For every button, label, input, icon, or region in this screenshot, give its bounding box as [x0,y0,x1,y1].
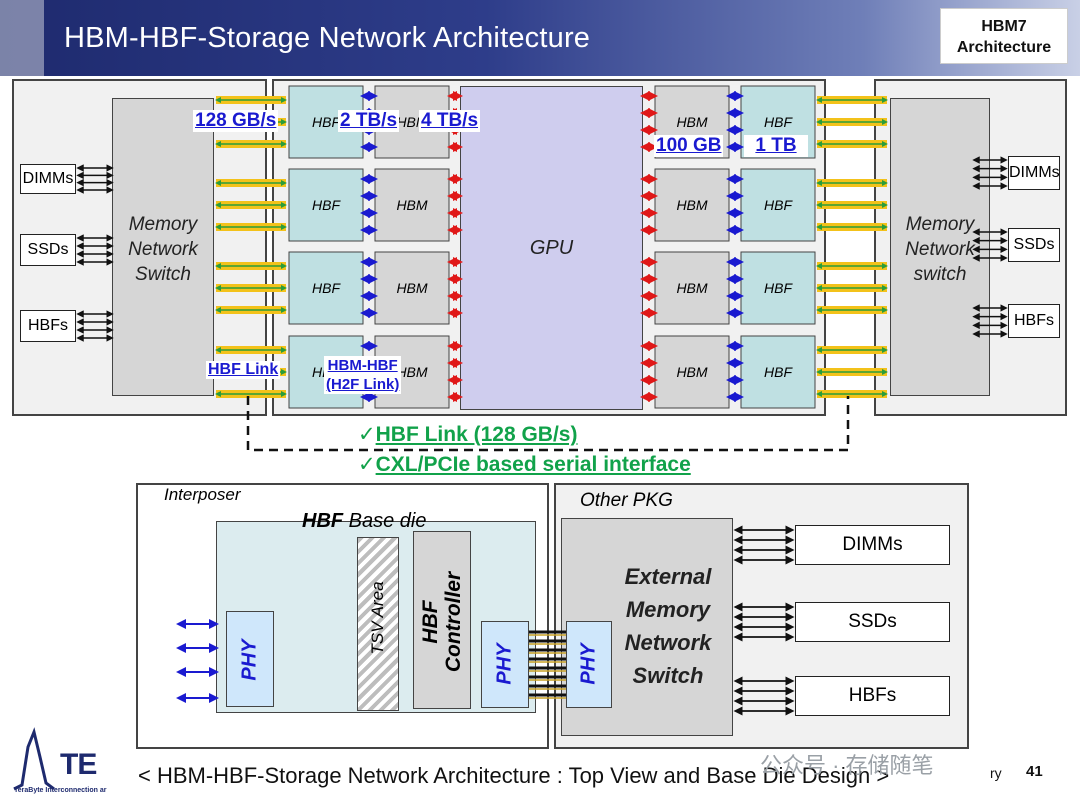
check-icon: ✓ [358,453,376,476]
hbf-chip-label: HBF [764,197,793,213]
external-switch-label: External Memory Network Switch [624,564,712,688]
left-dimms: DIMMs [20,164,76,194]
terabyte-logo [8,727,108,799]
hbm-chip [654,251,730,325]
hbm-chip-label: HBM [676,197,707,213]
right-dimms: DIMMs [1008,156,1060,190]
section-badge: HBM7 Architecture [940,8,1068,64]
right-ssds: SSDs [1008,228,1060,262]
check-hbf-link: ✓HBF Link (128 GB/s) [358,423,578,446]
check-cxl: ✓CXL/PCIe based serial interface [358,453,691,476]
header-accent [0,0,44,76]
hbf-chip-label: HBF [312,197,341,213]
page-suffix: ry [990,765,1002,781]
hbm-chip [374,168,450,242]
logo-text: TE [60,748,97,781]
page-title: HBM-HBF-Storage Network Architecture [64,22,591,54]
hbm-chip-label: HBM [396,197,427,213]
hbf-chip [740,251,816,325]
phy-mid [481,621,529,708]
hbf-chip-label: HBF [312,280,341,296]
watermark: 公众号 · 存储随笔 [760,753,934,778]
gpu-die [460,86,643,410]
left-hbfs: HBFs [20,310,76,342]
figure-caption: < HBM-HBF-Storage Network Architecture :… [138,763,890,788]
left-switch-label: Memory Network Switch [128,214,198,285]
bottom-ssds: SSDs [795,602,950,642]
hbf-chip-label: HBF [312,114,341,130]
left-memory-switch [112,98,214,396]
hbf-chip-label: HBF [764,280,793,296]
hbf-chip [288,251,364,325]
label-2tbs: 2 TB/s [338,110,400,132]
bottom-hbfs: HBFs [795,676,950,716]
hbm-chip-label: HBM [396,280,427,296]
phy-right [566,621,612,708]
left-ssds: SSDs [20,234,76,266]
interposer-label: Interposer [164,485,241,504]
hbf-chip [288,168,364,242]
label-h2f-link: HBM-HBF (H2F Link) [324,356,402,394]
hbf-chip [740,335,816,409]
label-4tbs: 4 TB/s [419,110,481,132]
hbm-chip-label: HBM [676,280,707,296]
header-bar [0,0,1080,76]
hbf-controller [413,531,471,709]
other-pkg-label: Other PKG [580,490,673,511]
phy-left [226,611,274,707]
hbf-chip-label: HBF [764,364,793,380]
hbm-chip-label: HBM [676,114,707,130]
label-1tb: 1 TB [744,135,808,157]
hbm-chip [654,335,730,409]
badge-line1: HBM7 [981,18,1027,35]
gpu-label: GPU [529,237,574,259]
hbm-chip [374,251,450,325]
right-hbfs: HBFs [1008,304,1060,338]
hbm-chip-label: HBM [676,364,707,380]
hbf-chip [740,168,816,242]
right-switch-label: Memory Network switch [905,214,975,285]
page-number: 41 [1026,763,1043,780]
tsv-area [357,537,399,711]
check-icon: ✓ [358,423,376,446]
hbm-chip [654,168,730,242]
label-128gbs: 128 GB/s [193,110,279,132]
logo-subtext: TeraByte Interconnection ar [14,787,107,794]
badge-line2: Architecture [956,39,1052,56]
base-die-label: HBF Base die [302,510,427,532]
hbm-chip-label: HBM [396,364,427,380]
label-100gb: 100 GB [654,135,724,157]
hbf-chip-label: HBF [764,114,793,130]
bottom-dimms: DIMMs [795,525,950,565]
label-hbf-link: HBF Link [206,361,281,379]
